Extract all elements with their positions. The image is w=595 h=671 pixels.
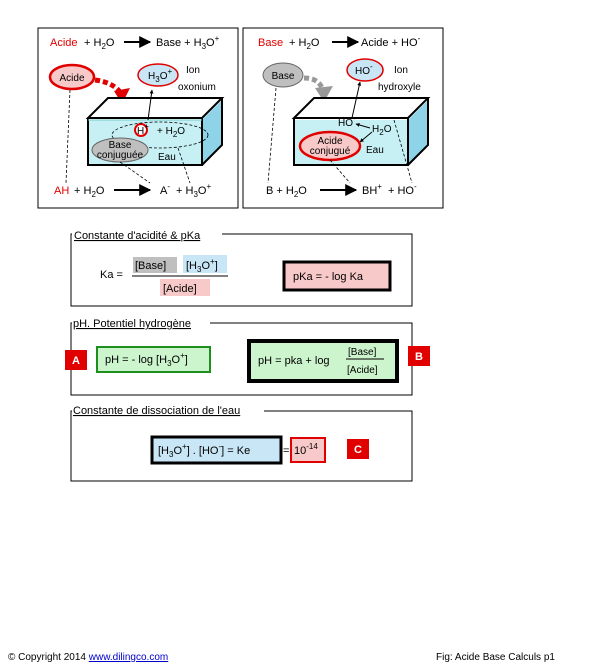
base-bottom-bh: BH+ — [362, 182, 382, 197]
base-bubble-label: Base — [272, 71, 295, 82]
badge-b — [408, 346, 430, 366]
ka-base-term: [Base] — [135, 260, 166, 272]
henderson-base: [Base] — [348, 347, 377, 358]
ho-small: HO- — [338, 114, 356, 129]
site-link[interactable]: www.dilingco.com — [88, 652, 169, 663]
section-ka: Constante d'acidité & pKa Ka = [Base] [H… — [70, 228, 413, 307]
h3o-bubble-label: H3O+ — [148, 67, 172, 84]
badge-a — [65, 350, 87, 370]
base-eq-base: Base — [258, 37, 283, 49]
acid-eq-products: Base + H3O+ — [156, 34, 220, 51]
ph-formula-box — [96, 346, 211, 373]
base-eq-products: Acide + HO- — [361, 34, 421, 49]
bottom-h3o: + H3O+ — [176, 182, 211, 199]
badge-b-label: B — [415, 351, 423, 363]
acid-eq-acide: Acide — [50, 37, 78, 49]
ka-h3o-box — [183, 255, 227, 273]
ion-label: Ion — [186, 65, 200, 76]
acide-conj-line1: Acide — [317, 136, 342, 147]
base-bottom-b: B + H2O — [266, 185, 307, 199]
bottom-h2o: + H2O — [74, 185, 105, 199]
eau-label-2: Eau — [366, 145, 384, 156]
acid-transfer-arrowhead — [114, 88, 130, 104]
acide-bubble — [48, 63, 96, 91]
base-bottom-ho: + HO- — [388, 182, 417, 197]
ka-base-box — [133, 257, 177, 273]
base-panel: Base + H2O Acide + HO- Base HO- Ion hydr… — [242, 27, 444, 209]
acid-tank-top — [85, 97, 225, 119]
ka-title: Constante d'acidité & pKa — [74, 230, 201, 242]
ah-label: AH — [54, 185, 69, 197]
ho-bubble — [346, 58, 384, 82]
proton-circle — [134, 123, 148, 137]
base-conj-line1: Base — [109, 140, 132, 151]
ke-formula: [H3O+] . [HO-] = Ke — [158, 442, 250, 459]
pka-box — [282, 260, 392, 292]
ho-bubble-label: HO- — [355, 62, 373, 77]
figure-caption: Fig: Acide Base Calculs p1 — [436, 652, 555, 663]
acide-bubble-label: Acide — [59, 73, 84, 84]
ke-title: Constante de dissociation de l'eau — [73, 405, 240, 417]
proton-label: H+ — [137, 122, 149, 137]
base-conj-line2: conjuguée — [97, 150, 144, 161]
eau-label: Eau — [158, 152, 176, 163]
acid-panel: Acide + H2O Base + H3O+ Acide H3O+ Ion o… — [37, 27, 239, 209]
base-bubble — [262, 62, 304, 88]
copyright-text: © Copyright 2014 — [8, 652, 86, 663]
footer-copyright: © Copyright 2014 www.dilingco.com — [8, 652, 168, 663]
pka-formula: pKa = - log Ka — [293, 271, 364, 283]
ka-acide-box — [160, 279, 210, 296]
oxonium-label: oxonium — [178, 82, 216, 93]
h3o-bubble — [137, 63, 179, 87]
ke-value: 10-14 — [294, 442, 318, 457]
section-ke: Constante de dissociation de l'eau [H3O+… — [70, 404, 413, 482]
badge-c-label: C — [354, 444, 362, 456]
section-ph: pH. Potentiel hydrogène A pH = - log [H3… — [65, 316, 430, 396]
badge-c — [347, 439, 369, 459]
henderson-formula: pH = pka + log — [258, 355, 330, 367]
ka-label: Ka = — [100, 269, 123, 281]
ke-box — [150, 435, 283, 465]
ion-label-2: Ion — [394, 65, 408, 76]
h2o-small: H2O — [372, 124, 392, 137]
henderson-acide: [Acide] — [347, 365, 378, 376]
ke-equals: = — [283, 445, 289, 457]
henderson-box — [247, 339, 399, 383]
ka-h3o-term: [H3O+] — [186, 257, 218, 274]
acid-eq-h2o: + H2O — [84, 37, 115, 51]
bottom-a: A- — [160, 182, 170, 197]
water-reaction: + H2O — [157, 126, 185, 139]
base-eq-h2o: + H2O — [289, 37, 320, 51]
ph-formula: pH = - log [H3O+] — [105, 351, 188, 368]
ph-title: pH. Potentiel hydrogène — [73, 318, 191, 330]
acide-conj-line2: conjugué — [310, 146, 351, 157]
ke-value-box — [290, 437, 326, 463]
ka-acide-term: [Acide] — [163, 283, 197, 295]
badge-a-label: A — [72, 355, 80, 367]
hydroxyle-label: hydroxyle — [378, 82, 421, 93]
